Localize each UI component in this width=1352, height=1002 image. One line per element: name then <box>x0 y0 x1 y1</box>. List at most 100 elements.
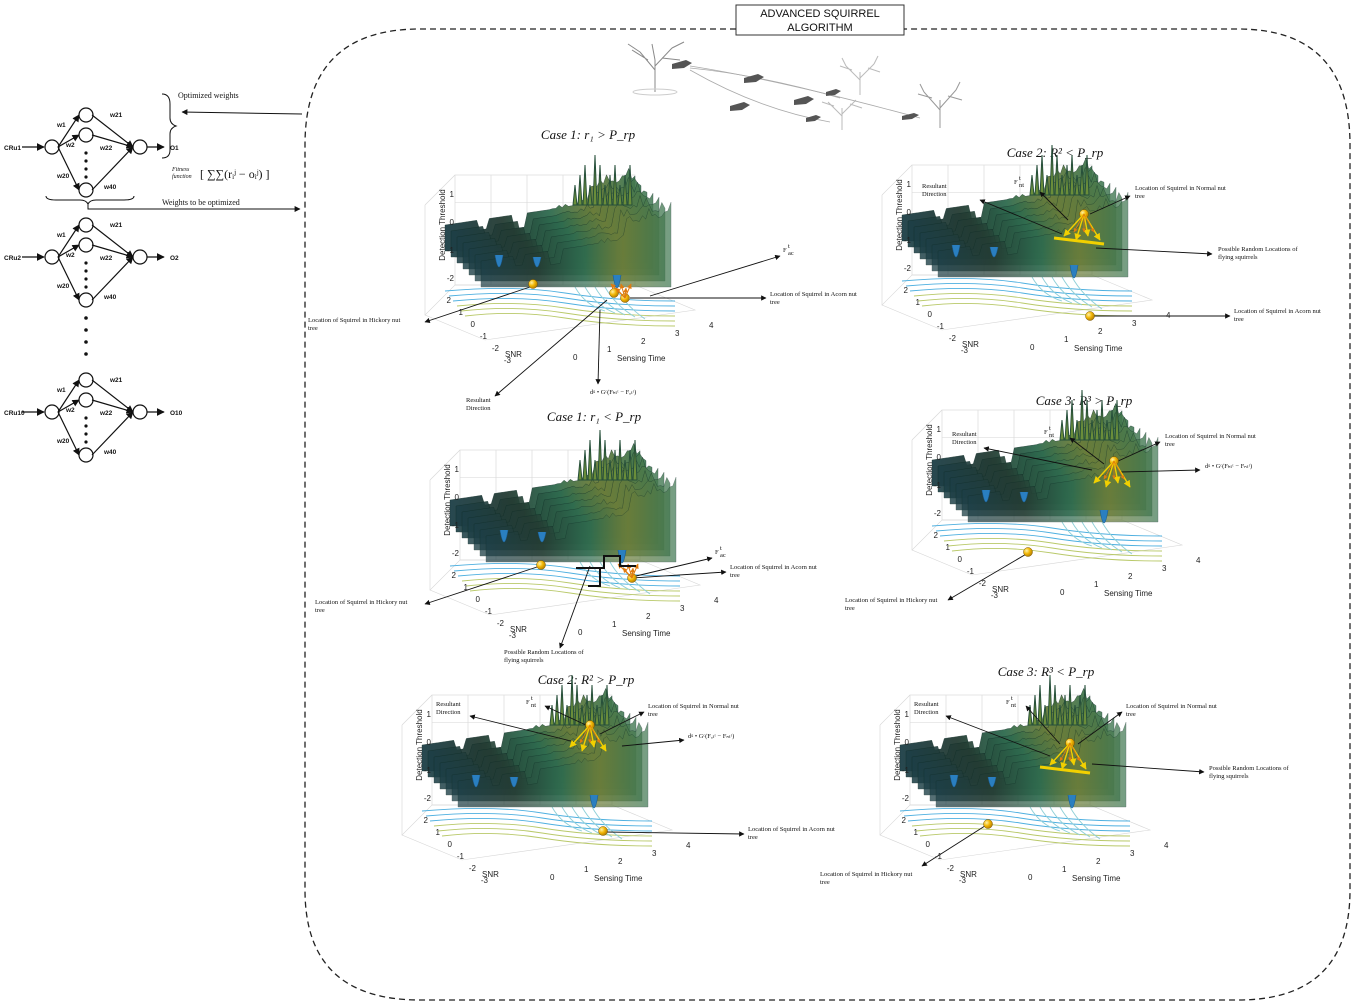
ellipsis-dot <box>84 328 88 332</box>
ellipsis-dot <box>84 151 88 155</box>
z-tick: -2 <box>452 549 460 558</box>
time-axis-label: Sensing Time <box>622 629 671 638</box>
annotation-text-2: tree <box>845 605 855 612</box>
z-tick: 1 <box>455 465 460 474</box>
hidden-node <box>78 237 94 253</box>
snr-tick: 1 <box>459 308 464 317</box>
z-tick: 0 <box>937 453 942 462</box>
flying-squirrel-icon <box>902 113 919 120</box>
annotation-arrow <box>1025 705 1061 745</box>
snr-tick: 2 <box>904 286 909 295</box>
output-label: O10 <box>170 410 183 417</box>
time-axis-label: Sensing Time <box>1072 874 1121 883</box>
snr-axis-label: SNR <box>960 870 977 879</box>
snr-axis-label: SNR <box>482 870 499 879</box>
annotation-text: Resultant <box>922 183 947 190</box>
annotation-arrow <box>1095 247 1213 257</box>
annotation-text: Location of Squirrel in Hickory nut <box>820 871 912 878</box>
flying-squirrel-icon <box>730 102 750 111</box>
annotation-sup: t <box>1049 425 1051 432</box>
surface-dip <box>532 256 542 268</box>
weight-label: w21 <box>109 112 123 119</box>
annotation-text-2: Direction <box>952 439 977 446</box>
weight-label: w20 <box>56 438 70 445</box>
case-title: Case 3: R³ > P_rp <box>1036 393 1133 408</box>
weights-to-optimize-label: Weights to be optimized <box>162 198 240 207</box>
ellipsis-dot <box>84 159 88 163</box>
weight-label: w40 <box>103 294 117 301</box>
annotation-arrow <box>631 569 727 579</box>
time-tick: 1 <box>1062 865 1067 874</box>
ellipsis-dot <box>84 269 88 273</box>
time-tick: 1 <box>607 345 612 354</box>
snr-tick: -2 <box>949 334 957 343</box>
annotation-text: Resultant <box>952 431 977 438</box>
time-tick: 4 <box>1196 556 1201 565</box>
input-label: CRu2 <box>4 255 21 262</box>
flying-squirrel-illustration <box>627 41 963 130</box>
snr-tick: -1 <box>935 852 943 861</box>
case-title: Case 3: R³ < P_rp <box>998 664 1095 679</box>
annotation-text: Resultant <box>914 701 939 708</box>
flying-squirrel-icon <box>806 115 821 122</box>
input-node <box>44 404 60 420</box>
case-title: Case 1: r₁ > P_rp <box>541 127 636 142</box>
z-tick: 1 <box>907 180 912 189</box>
output-label: O2 <box>170 255 179 262</box>
time-tick: 0 <box>578 628 583 637</box>
snr-tick: 1 <box>946 543 951 552</box>
annotation-arrow <box>921 823 989 867</box>
snr-tick: 0 <box>448 840 453 849</box>
surface-peaks <box>1027 674 1088 726</box>
z-tick: 0 <box>905 738 910 747</box>
snr-tick: 0 <box>928 310 933 319</box>
z-axis-label: Detection Threshold <box>893 709 902 780</box>
squirrel-location <box>598 826 608 836</box>
annotation-sub: ac <box>788 250 794 257</box>
annotation-text: Location of Squirrel in Acorn nut <box>1234 308 1321 315</box>
contour-lines <box>901 276 1133 317</box>
surface-peaks <box>577 429 638 481</box>
contour-lines <box>444 286 676 327</box>
annotation-text-2: Direction <box>436 709 461 716</box>
annotation-text: Resultant <box>466 397 491 404</box>
surface-dip <box>1019 491 1029 503</box>
hidden-node <box>78 447 94 463</box>
z-tick: -1 <box>904 236 912 245</box>
weight-label: w40 <box>103 184 117 191</box>
surface-dip <box>949 774 959 788</box>
z-tick: -2 <box>424 794 432 803</box>
snr-tick: -1 <box>485 607 493 616</box>
annotation-text-2: tree <box>648 711 658 718</box>
weight-label: w1 <box>56 387 66 394</box>
time-tick: 2 <box>1098 327 1103 336</box>
annotation-text: Possible Random Locations of <box>504 649 584 656</box>
annotation-arrow <box>1077 711 1123 745</box>
z-tick: 0 <box>455 493 460 502</box>
z-tick: 1 <box>937 425 942 434</box>
annotation-text: Location of Squirrel in Normal nut <box>1135 185 1226 192</box>
output-node <box>132 404 148 420</box>
annotation-text: dᵍ • Gᶜ(Fₐₜᵗ − Fₙₜᵗ) <box>688 733 734 740</box>
annotation-text-2: tree <box>1165 441 1175 448</box>
time-tick: 3 <box>1130 849 1135 858</box>
snr-tick: 0 <box>476 595 481 604</box>
flying-squirrel-icon <box>744 74 764 83</box>
annotation-arrow <box>1119 467 1201 473</box>
snr-tick: 2 <box>447 296 452 305</box>
hidden-node <box>78 292 94 308</box>
ellipsis-dot <box>84 277 88 281</box>
annotation-sup: t <box>720 545 722 552</box>
tree-icon <box>821 99 863 130</box>
annotation-arrow <box>424 565 541 606</box>
squirrel-location <box>983 819 993 829</box>
snr-tick: 2 <box>424 816 429 825</box>
annotation-sub: nt <box>1049 432 1054 439</box>
surface-dip <box>537 531 547 543</box>
surface-dip <box>981 489 991 503</box>
surface-dip <box>989 246 999 258</box>
z-tick: 0 <box>427 738 432 747</box>
squirrel-location <box>1023 547 1033 557</box>
